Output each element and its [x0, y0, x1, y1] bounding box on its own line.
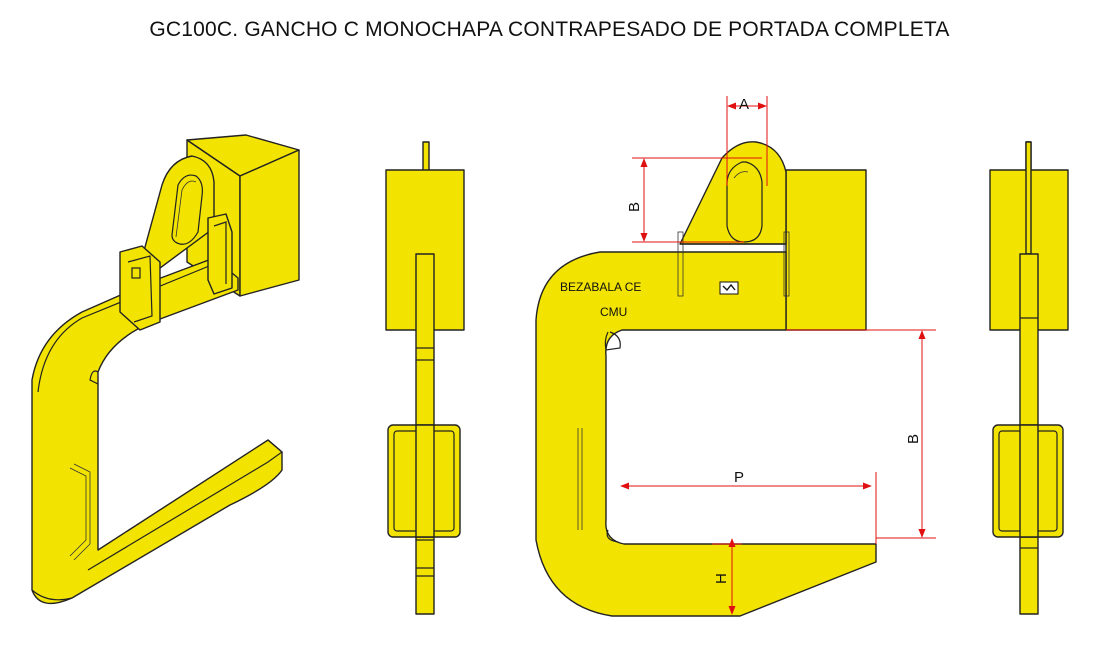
- isometric-view: [31, 134, 300, 605]
- iso-lifting-eye: [141, 155, 215, 269]
- front-counterweight-block: [785, 169, 867, 331]
- drawing-title: GC100C. GANCHO C MONOCHAPA CONTRAPESADO …: [149, 18, 950, 41]
- front-lifting-eye: [679, 141, 787, 245]
- dim-b-right-label: B: [905, 434, 922, 444]
- dim-h-label: H: [713, 573, 730, 584]
- dim-b-top-label: B: [626, 202, 643, 212]
- stamp-line1: BEZABALA CE: [560, 280, 641, 294]
- dimensions: A B B P H: [620, 96, 936, 615]
- iso-sliding-loops: [119, 213, 233, 331]
- front-view: BEZABALA CE CMU: [535, 141, 877, 617]
- dim-p-label: P: [734, 469, 744, 486]
- side-view-left: [385, 141, 465, 615]
- iso-c-hook-body: [31, 257, 283, 605]
- side-loop-left: [387, 424, 461, 538]
- front-c-hook-body: [535, 251, 877, 617]
- side-view-right: [989, 141, 1069, 615]
- stamp-line2: CMU: [600, 305, 627, 319]
- dim-a-label: A: [739, 96, 749, 113]
- side-loop-right: [992, 424, 1064, 538]
- ce-mark-icon: [719, 281, 739, 295]
